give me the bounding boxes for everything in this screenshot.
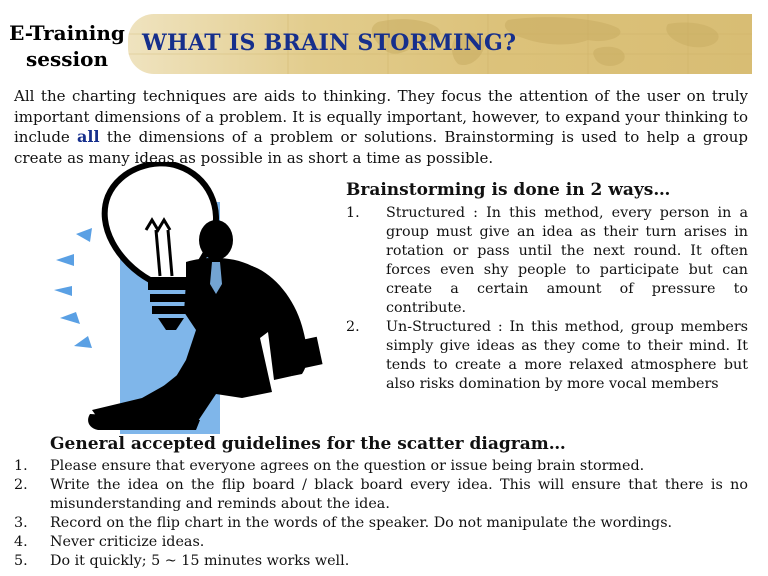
ways-list: 1. Structured : In this method, every pe… <box>346 204 748 394</box>
list-item-text: Un-Structured : In this method, group me… <box>386 319 748 392</box>
ways-heading: Brainstorming is done in 2 ways… <box>346 180 671 200</box>
businessman-with-lightbulb-icon <box>54 160 323 442</box>
guidelines-list: 1. Please ensure that everyone agrees on… <box>14 457 748 571</box>
list-item-text: Write the idea on the flip board / black… <box>50 477 748 512</box>
list-item-number: 1. <box>14 458 28 474</box>
guidelines-heading: General accepted guidelines for the scat… <box>50 434 566 454</box>
tie-shadow <box>210 262 222 294</box>
list-item-text: Do it quickly; 5 ~ 15 minutes works well… <box>50 553 350 569</box>
brainstorm-illustration <box>46 160 336 442</box>
world-map-watermark-icon <box>128 14 752 74</box>
lightbulb-icon <box>101 160 219 330</box>
session-label-line1: E-Training <box>9 21 125 45</box>
list-item-number: 2. <box>346 319 360 335</box>
session-label: E-Training session <box>6 20 128 72</box>
light-rays-icon <box>54 228 92 348</box>
page-title: WHAT IS BRAIN STORMING? <box>142 30 517 56</box>
list-item-text: Structured : In this method, every perso… <box>386 205 748 316</box>
list-item-text: Never criticize ideas. <box>50 534 205 550</box>
title-banner: WHAT IS BRAIN STORMING? <box>128 14 752 74</box>
businessman-silhouette <box>88 220 323 430</box>
intro-paragraph: All the charting techniques are aids to … <box>14 86 748 168</box>
intro-emphasis: all <box>77 127 100 146</box>
list-item-text: Record on the flip chart in the words of… <box>50 515 673 531</box>
list-item: 3. Record on the flip chart in the words… <box>14 514 748 533</box>
list-item-number: 1. <box>346 205 360 221</box>
list-item-text: Please ensure that everyone agrees on th… <box>50 458 645 474</box>
list-item-number: 4. <box>14 534 28 550</box>
list-item: 2. Write the idea on the flip board / bl… <box>14 476 748 514</box>
list-item: 5. Do it quickly; 5 ~ 15 minutes works w… <box>14 552 748 571</box>
list-item-number: 2. <box>14 477 28 493</box>
intro-text-after: the dimensions of a problem or solutions… <box>14 128 748 167</box>
list-item: 2. Un-Structured : In this method, group… <box>346 318 748 394</box>
list-item: 4. Never criticize ideas. <box>14 533 748 552</box>
list-item: 1. Please ensure that everyone agrees on… <box>14 457 748 476</box>
list-item-number: 5. <box>14 553 28 569</box>
session-label-line2: session <box>26 47 108 71</box>
list-item: 1. Structured : In this method, every pe… <box>346 204 748 318</box>
intro-text-before: All the charting techniques are aids to … <box>14 87 748 146</box>
list-item-number: 3. <box>14 515 28 531</box>
